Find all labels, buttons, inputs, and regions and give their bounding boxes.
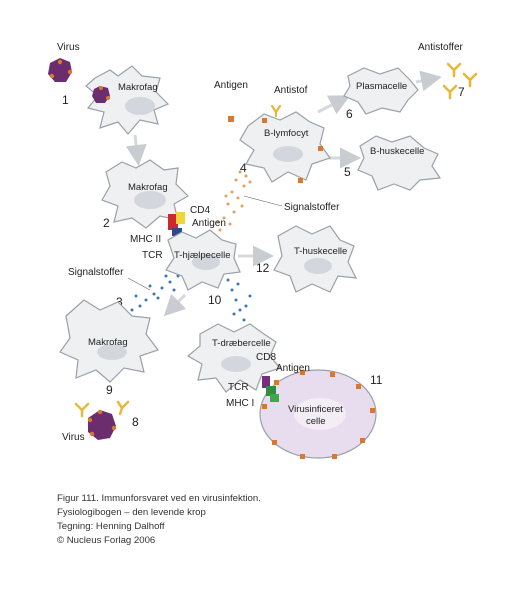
b-huskecelle-label: B-huskecelle <box>370 146 424 157</box>
t-helper-cell: T-hjælpecelle <box>165 229 241 291</box>
antigen-free <box>228 116 234 122</box>
mhc-i-label: MHC I <box>226 398 254 409</box>
signalstoffer-pointer-left <box>127 277 151 291</box>
plasmacelle-label: Plasmacelle <box>356 81 407 92</box>
step-number-10: 10 <box>208 293 222 307</box>
virus-engulfed <box>92 86 110 103</box>
virus-label-bottom: Virus <box>62 432 85 443</box>
step-number-1: 1 <box>62 93 69 107</box>
signalstoffer-label-left: Signalstoffer <box>68 267 124 278</box>
figure-caption: Figur 111. Immunforsvaret ved en virusin… <box>57 492 477 548</box>
tcr-label-2: TCR <box>228 382 249 393</box>
caption-line-4: © Nucleus Forlag 2006 <box>57 535 156 546</box>
arrow-to-antibodies <box>415 70 442 92</box>
antibodies-bound <box>74 400 130 418</box>
process-arrows <box>125 70 442 317</box>
makrofag-label-3: Makrofag <box>88 337 128 348</box>
plasma-cell: Plasmacelle <box>343 67 419 115</box>
antistoffer-label: Antistoffer <box>418 42 464 53</box>
antigens-on-b-cell <box>262 118 323 183</box>
caption-line-3: Tegning: Henning Dalhoff <box>57 521 165 532</box>
antistof-label: Antistof <box>274 85 308 96</box>
macrophage-cell-3: Makrofag <box>59 299 159 383</box>
step-number-6: 6 <box>346 107 353 121</box>
step-number-11: 11 <box>370 373 383 387</box>
virus-top <box>48 58 73 82</box>
t-killer-cell: T-dræbercelle <box>186 323 282 393</box>
b-lymphocyte-cell: B-lymfocyt <box>239 111 331 183</box>
arrow-to-killer <box>163 293 187 317</box>
arrow-to-plasma <box>317 95 351 115</box>
makrofag-label-1: Makrofag <box>118 82 158 93</box>
step-number-12: 12 <box>256 261 270 275</box>
step-number-3: 3 <box>116 295 123 309</box>
virusinficeret-label-2: celle <box>306 416 326 427</box>
mhc-i-complex <box>262 376 279 402</box>
signal-dots-orange <box>216 170 252 232</box>
cd8-label: CD8 <box>256 352 276 363</box>
t-hjaelpecelle-label: T-hjælpecelle <box>174 250 231 261</box>
caption-line-1: Figur 111. Immunforsvaret ved en virusin… <box>57 492 477 506</box>
t-memory-cell: T-huskecelle <box>273 225 358 293</box>
cd4-label: CD4 <box>190 205 210 216</box>
step-number-4: 4 <box>240 161 247 175</box>
mhc-ii-complex <box>168 212 185 236</box>
caption-figure-number: Figur 111. <box>57 493 99 504</box>
step-number-9: 9 <box>106 383 113 397</box>
virus-label-top: Virus <box>57 42 80 53</box>
caption-line-2: Fysiologibogen – den levende krop <box>57 507 206 518</box>
caption-title: Immunforsvaret ved en virusinfektion. <box>98 493 261 504</box>
arrow-macrophage-down <box>125 134 147 166</box>
signalstoffer-pointer-right <box>243 195 283 207</box>
macrophage-cell-1: Makrofag <box>85 65 170 135</box>
step-number-5: 5 <box>344 165 351 179</box>
antigen-mhc-label: Antigen <box>192 218 226 229</box>
tcr-label-1: TCR <box>142 250 163 261</box>
step-number-2: 2 <box>103 216 110 230</box>
antibody-on-b-cell <box>270 104 282 118</box>
antigen-bottom-label: Antigen <box>276 363 310 374</box>
antigen-top-label: Antigen <box>214 80 248 91</box>
step-number-7: 7 <box>458 85 465 99</box>
immune-response-diagram: Makrofag Virus 1 Makrofag 2 CD4 Antigen … <box>48 42 478 459</box>
t-draebercelle-label: T-dræbercelle <box>212 338 271 349</box>
mhc-ii-label: MHC II <box>130 234 161 245</box>
t-huskecelle-label: T-huskecelle <box>294 246 347 257</box>
step-number-8: 8 <box>132 415 139 429</box>
free-antibodies <box>442 62 478 100</box>
signalstoffer-label-right: Signalstoffer <box>284 202 340 213</box>
b-memory-cell: B-huskecelle <box>357 135 442 191</box>
b-lymfocyt-label: B-lymfocyt <box>264 128 309 139</box>
virus-bottom <box>87 409 117 440</box>
macrophage-cell-2: Makrofag <box>101 159 189 229</box>
infected-cell: Virusinficeret celle <box>259 369 377 459</box>
signal-dots-blue <box>130 274 252 322</box>
virusinficeret-label-1: Virusinficeret <box>288 404 343 415</box>
makrofag-label-2: Makrofag <box>128 182 168 193</box>
